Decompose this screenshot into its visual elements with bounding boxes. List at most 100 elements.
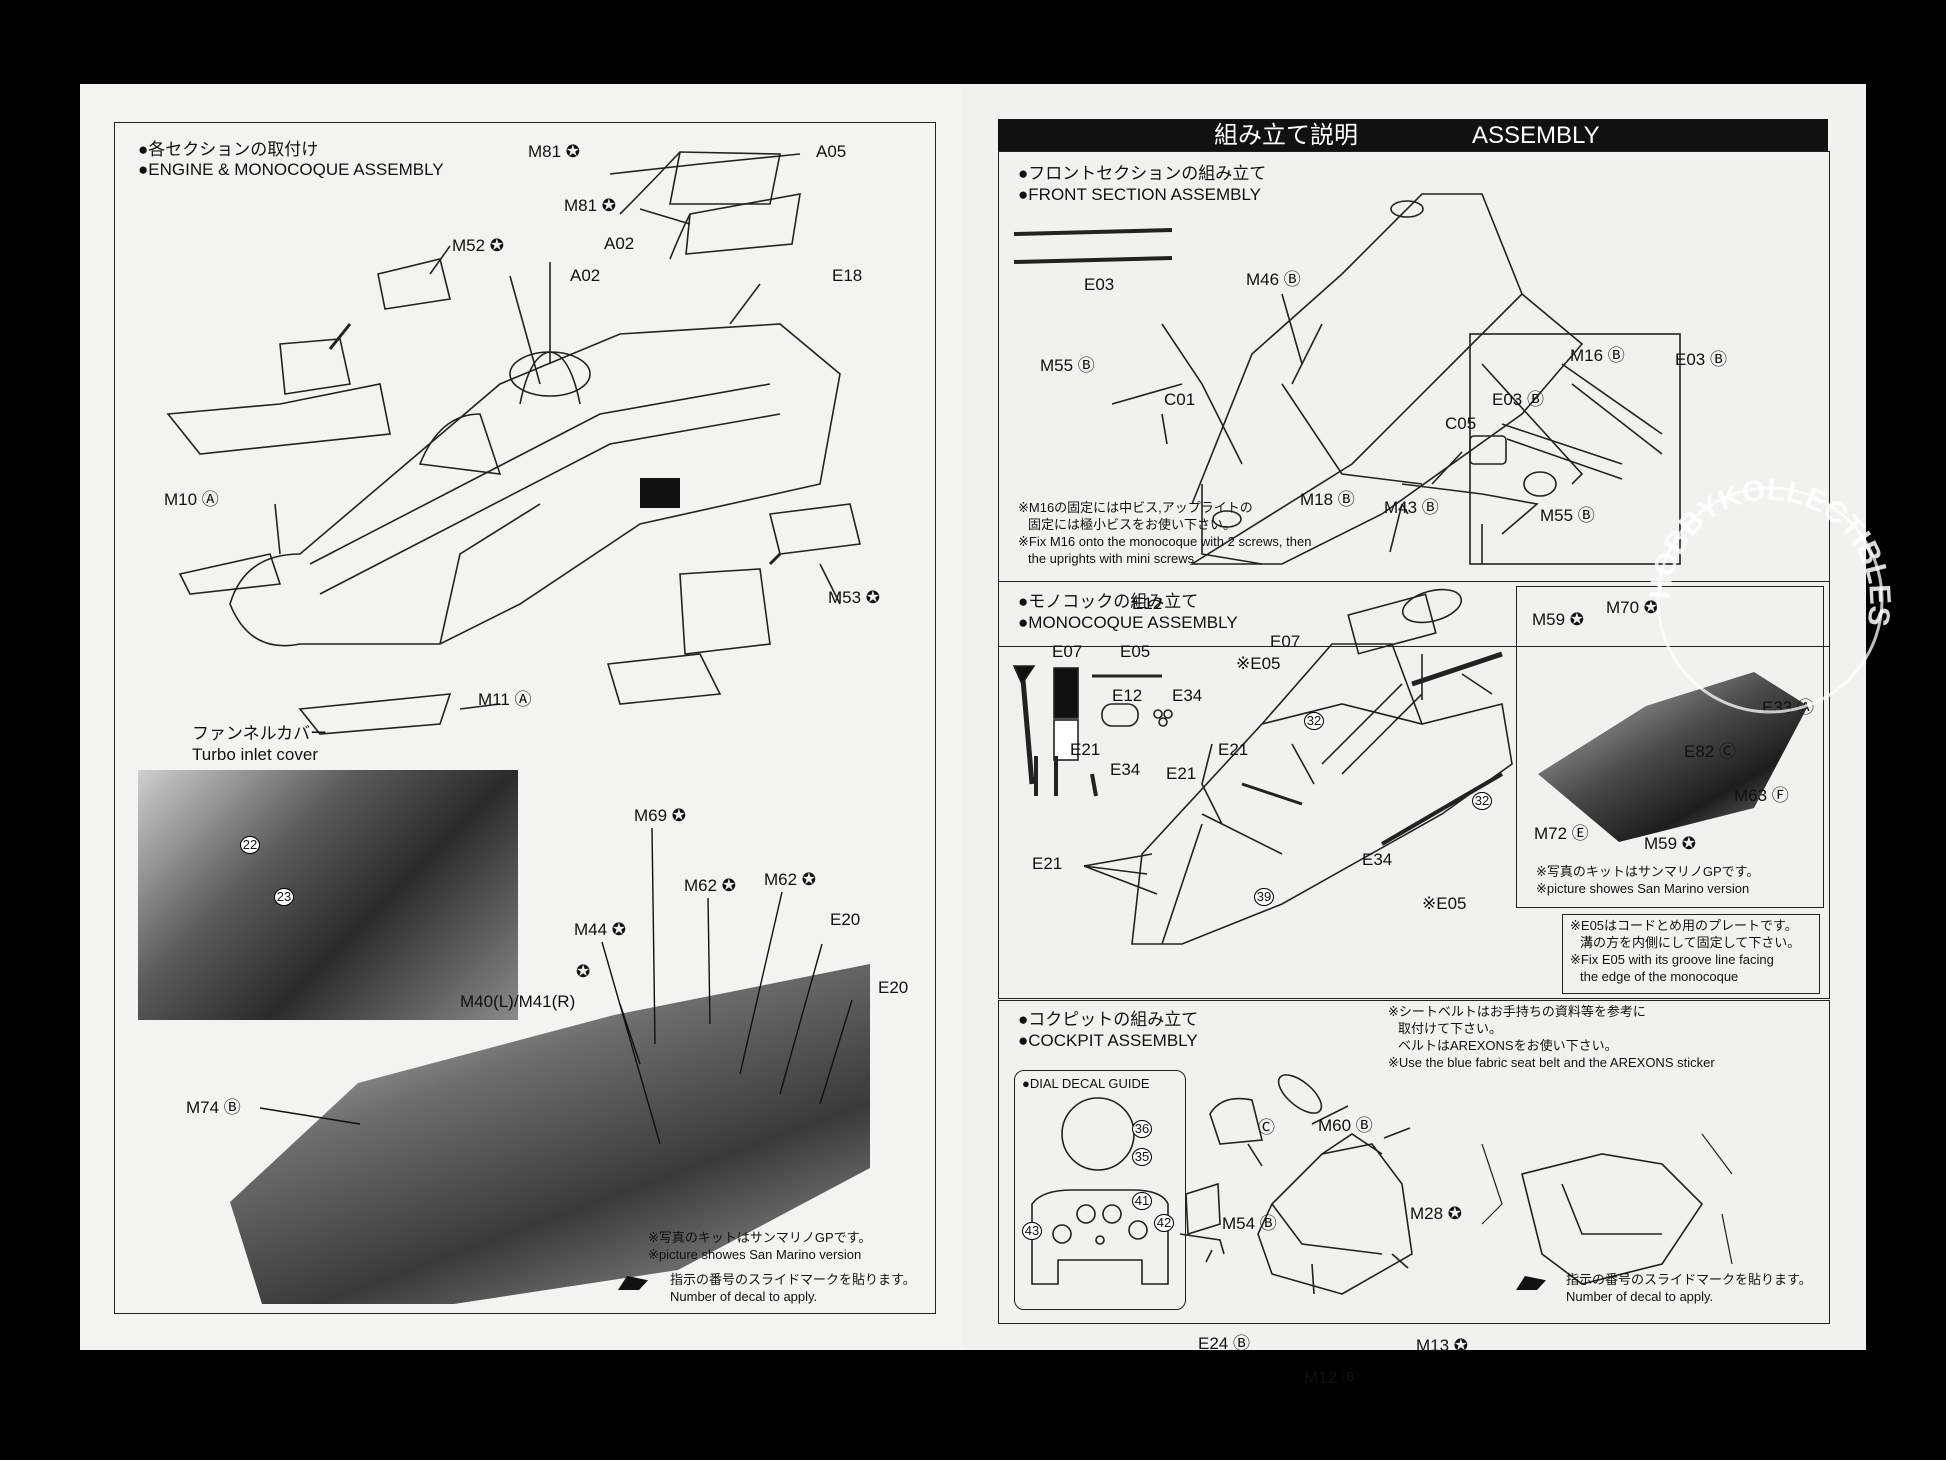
label-m28: M28 ✪ <box>1410 1204 1463 1223</box>
label-a02-right: A02 <box>604 234 635 253</box>
label-e24: E24 Ⓑ <box>1198 1334 1250 1353</box>
label-e34-right: E34 <box>1362 850 1393 869</box>
label-e05-parts: E05 <box>1120 642 1151 661</box>
label-c-steering: Ⓒ <box>1258 1118 1275 1137</box>
belt-note-1: ※シートベルトはお手持ちの資料等を参考に <box>1388 1004 1646 1019</box>
label-m81-mid: M81 ✪ <box>564 196 617 215</box>
decal-arrow-icon-right <box>1516 1276 1546 1290</box>
e05-note-3: ※Fix E05 with its groove line facing <box>1570 952 1774 967</box>
turbo-label-en: Turbo inlet cover <box>192 745 318 764</box>
left-frame <box>114 122 936 1314</box>
e05-note-1: ※E05はコードとめ用のプレートです。 <box>1570 918 1798 933</box>
mono-title-jp: ●モノコックの組み立て <box>1018 592 1199 611</box>
label-m63: M63 Ⓕ <box>1734 786 1789 805</box>
label-m53: M53 ✪ <box>828 588 881 607</box>
watermark-seal: HOBBYKOLLECTIBLES <box>1644 474 1897 714</box>
dial-decal-43: 43 <box>1022 1222 1042 1240</box>
label-e21-parts: E21 <box>1070 740 1101 759</box>
decal-32-right: 32 <box>1472 792 1492 810</box>
e05-note-4: the edge of the monocoque <box>1580 969 1739 984</box>
belt-note-2: 取付けて下さい。 <box>1398 1021 1503 1036</box>
front-title-en: ●FRONT SECTION ASSEMBLY <box>1018 185 1261 204</box>
belt-note-4: ※Use the blue fabric seat belt and the A… <box>1388 1055 1715 1070</box>
label-m72: M72 Ⓔ <box>1534 824 1589 843</box>
label-m62-right: M62 ✪ <box>764 870 817 889</box>
label-m10: M10 Ⓐ <box>164 490 219 509</box>
label-c05: C05 <box>1445 414 1477 433</box>
cockpit-note-jp: ※写真のキットはサンマリノGPです。 <box>648 1230 872 1245</box>
label-e21-bottom: E21 <box>1032 854 1063 873</box>
mono-title-en: ●MONOCOQUE ASSEMBLY <box>1018 613 1238 632</box>
label-m13: M13 ✪ <box>1416 1336 1469 1355</box>
cockpit-decal-en: Number of decal to apply. <box>1566 1289 1714 1304</box>
label-star: ✪ <box>576 962 591 981</box>
mono-photo-note-jp: ※写真のキットはサンマリノGPです。 <box>1536 864 1760 879</box>
label-e21-top: E21 <box>1218 740 1249 759</box>
engine-title-jp: ●各セクションの取付け <box>138 140 319 159</box>
label-a05: A05 <box>816 142 847 161</box>
right-page: 組み立て説明 ASSEMBLY ●フロントセクションの組み立て ●FRONT S… <box>962 84 1866 1387</box>
label-e21-mid: E21 <box>1166 764 1197 783</box>
label-m59-bottom: M59 ✪ <box>1644 834 1697 853</box>
cockpit-title-jp: ●コクピットの組み立て <box>1018 1010 1199 1029</box>
header-jp: 組み立て説明 <box>1214 122 1358 149</box>
assembly-header: 組み立て説明 ASSEMBLY <box>998 119 1828 151</box>
cockpit-leaders <box>259 827 853 1145</box>
label-m43: M43 Ⓑ <box>1384 498 1439 517</box>
belt-note-3: ベルトはAREXONSをお使い下さい。 <box>1398 1038 1618 1053</box>
label-m70: M70 ✪ <box>1606 598 1659 617</box>
label-m59-top: M59 ✪ <box>1532 610 1585 629</box>
front-note-3: ※Fix M16 onto the monocoque with 2 screw… <box>1018 534 1312 549</box>
front-note-2: 固定には極小ビスをお使い下さい。 <box>1028 517 1237 532</box>
cockpit-note-en: ※picture showes San Marino version <box>648 1247 862 1262</box>
mono-section-box <box>998 581 1830 999</box>
label-e20-right: E20 <box>878 978 909 997</box>
turbo-photo <box>138 770 518 1020</box>
front-note-1: ※M16の固定には中ビス,アップライトの <box>1018 500 1253 515</box>
mono-drawing <box>1012 588 1513 945</box>
label-e34-parts: E34 <box>1172 686 1203 705</box>
label-e82: E82 Ⓒ <box>1684 742 1736 761</box>
dial-guide-title: ●DIAL DECAL GUIDE <box>1022 1076 1150 1091</box>
dial-guide-box <box>1014 1070 1186 1310</box>
decal-22: 22 <box>240 836 260 854</box>
dial-decal-41: 41 <box>1132 1192 1152 1210</box>
label-e20-top: E20 <box>830 910 861 929</box>
label-m55-left: M55 Ⓑ <box>1040 356 1095 375</box>
cockpit-title-en: ●COCKPIT ASSEMBLY <box>1018 1031 1198 1050</box>
decal-23: 23 <box>274 888 294 906</box>
label-e07-left: E07 <box>1052 642 1083 661</box>
label-m46: M46 Ⓑ <box>1246 270 1301 289</box>
front-note-4: the uprights with mini screws <box>1028 551 1195 566</box>
dial-decal-35: 35 <box>1132 1148 1152 1166</box>
e05-note-2: 溝の方を内側にして固定して下さい。 <box>1580 935 1801 950</box>
cockpit-section-box <box>998 1000 1830 1324</box>
label-e34-mid: E34 <box>1110 760 1141 779</box>
label-m40-m41: M40(L)/M41(R) <box>460 992 576 1011</box>
label-e18: E18 <box>832 266 863 285</box>
label-m62-left: M62 ✪ <box>684 876 737 895</box>
label-e12-parts: E12 <box>1112 686 1143 705</box>
label-a02-left: A02 <box>570 266 601 285</box>
label-m81-top: M81 ✪ <box>528 142 581 161</box>
engine-drawing <box>166 151 861 735</box>
decal-note-jp: 指示の番号のスライドマークを貼ります。 <box>670 1272 916 1287</box>
label-m44: M44 ✪ <box>574 920 627 939</box>
label-e03-right: E03 Ⓑ <box>1675 350 1727 369</box>
engine-title-en: ●ENGINE & MONOCOQUE ASSEMBLY <box>138 160 444 179</box>
decal-39: 39 <box>1254 888 1274 906</box>
label-m74: M74 Ⓑ <box>186 1098 241 1117</box>
mono-photo-note-en: ※picture showes San Marino version <box>1536 881 1750 896</box>
header-en: ASSEMBLY <box>1472 122 1600 149</box>
front-drawing <box>1013 193 1681 565</box>
decal-arrow-icon <box>618 1276 648 1290</box>
label-c01: C01 <box>1164 390 1196 409</box>
label-m52: M52 ✪ <box>452 236 505 255</box>
e05-note-box <box>1562 914 1820 994</box>
label-e03-mid: E03 Ⓑ <box>1492 390 1544 409</box>
label-m60: M60 Ⓑ <box>1318 1116 1373 1135</box>
left-page: ●各セクションの取付け ●ENGINE & MONOCOQUE ASSEMBLY <box>80 84 980 1350</box>
decal-note-en: Number of decal to apply. <box>670 1289 818 1304</box>
label-m12: M12 Ⓑ <box>1304 1368 1359 1387</box>
watermark-text: HOBBYKOLLECTIBLES <box>1644 474 1897 629</box>
